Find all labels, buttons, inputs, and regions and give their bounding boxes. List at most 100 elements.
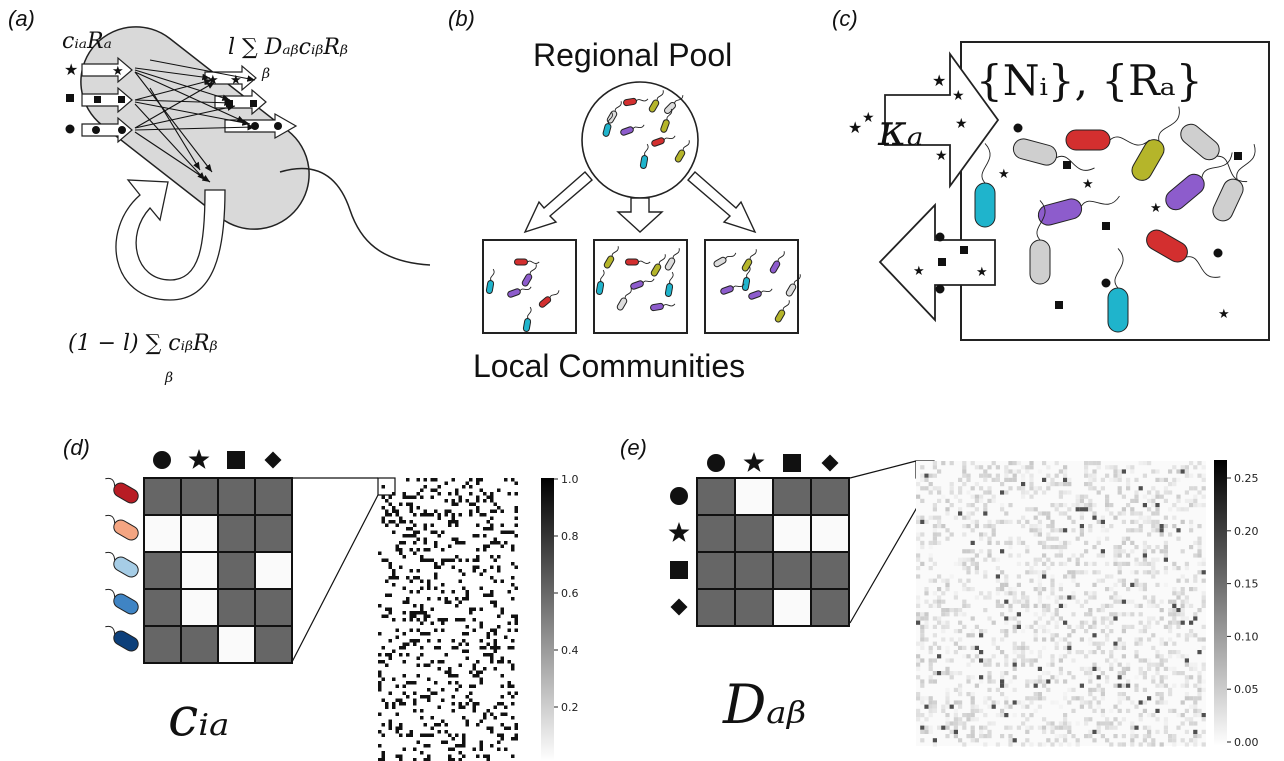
panel-label-c: (c) bbox=[832, 6, 858, 31]
matrix-cell bbox=[217, 551, 256, 590]
matrix-cell bbox=[734, 551, 774, 590]
microbe-icon bbox=[1029, 200, 1051, 285]
matrix-cell bbox=[254, 588, 293, 627]
star-icon bbox=[743, 452, 765, 472]
colorbar-tick-label: 0.2 bbox=[561, 701, 579, 714]
e-resource-icons-top bbox=[707, 452, 839, 472]
species-icon bbox=[105, 588, 139, 615]
conversion-arrows bbox=[134, 59, 256, 183]
matrix-cell bbox=[734, 588, 774, 627]
matrix-cell bbox=[254, 625, 293, 664]
square-icon bbox=[66, 94, 74, 102]
colorbar-tick-label: 0.10 bbox=[1234, 630, 1259, 643]
species-icon bbox=[105, 477, 139, 504]
svg-text:★: ★ bbox=[952, 87, 965, 103]
e-resource-icons-left bbox=[668, 487, 690, 616]
recycle-sum-index: β bbox=[164, 370, 173, 386]
circle-icon bbox=[707, 454, 725, 472]
star-icon: ★ bbox=[64, 62, 78, 79]
svg-text:★: ★ bbox=[935, 147, 948, 163]
c-matrix bbox=[143, 477, 293, 664]
panel-d: (d) 1.00.80.60.40.2 cᵢₐ bbox=[63, 435, 579, 761]
star-icon bbox=[668, 522, 690, 542]
microbe-icon bbox=[1180, 123, 1248, 183]
byproduct-sum-index: β bbox=[261, 66, 270, 82]
matrix-cell bbox=[254, 514, 293, 553]
microbe-icon bbox=[774, 300, 790, 323]
matrix-cell bbox=[143, 625, 182, 664]
microbe-icon bbox=[616, 288, 632, 311]
matrix-cell bbox=[217, 477, 256, 516]
svg-text:★: ★ bbox=[1218, 306, 1230, 321]
microbe-icon bbox=[720, 283, 745, 295]
pool-microbes bbox=[602, 90, 690, 169]
svg-text:★: ★ bbox=[848, 120, 862, 137]
microbe-icon bbox=[1107, 248, 1129, 333]
inflow-arrow bbox=[884, 51, 1000, 189]
svg-text:★: ★ bbox=[207, 72, 219, 87]
panel-b: (b) Regional Pool Local Communities bbox=[448, 6, 801, 384]
colorbar-tick-label: 0.15 bbox=[1234, 578, 1259, 591]
matrix-cell bbox=[772, 551, 812, 590]
local-microbes bbox=[485, 246, 801, 332]
microbe-icon bbox=[650, 302, 676, 312]
microbe-icon bbox=[1165, 152, 1233, 211]
square-icon bbox=[670, 561, 688, 579]
c-matrix-full bbox=[378, 478, 518, 761]
diamond-icon bbox=[264, 451, 282, 469]
local-community-1 bbox=[482, 239, 577, 334]
matrix-cell bbox=[772, 514, 812, 553]
resource-glyphs-a: ★ ★ ★ ★ bbox=[64, 62, 282, 134]
matrix-cell bbox=[143, 551, 182, 590]
microbe-icon bbox=[664, 248, 680, 271]
panel-a: (a) ★ ★ ★ bbox=[8, 6, 431, 386]
microbe-icon bbox=[639, 143, 649, 169]
square-icon bbox=[227, 451, 245, 469]
d-species-icons bbox=[105, 477, 139, 652]
outflow-arrow bbox=[878, 202, 996, 323]
matrix-cell bbox=[217, 625, 256, 664]
chemostat-microbes bbox=[974, 106, 1256, 333]
local-communities-title: Local Communities bbox=[473, 348, 745, 384]
microbe-icon bbox=[595, 269, 605, 295]
d-matrix bbox=[696, 477, 850, 627]
microbe-icon bbox=[623, 97, 649, 107]
matrix-cell bbox=[734, 514, 774, 553]
colorbar-tick-label: 1.0 bbox=[561, 473, 579, 486]
matrix-cell bbox=[180, 551, 219, 590]
microbe-icon bbox=[1012, 138, 1095, 171]
uptake-equation: cᵢₐRₐ bbox=[62, 29, 112, 54]
colorbar-tick-label: 0.25 bbox=[1234, 472, 1259, 485]
svg-text:★: ★ bbox=[862, 109, 875, 125]
matrix-cell bbox=[143, 514, 182, 553]
svg-text:★: ★ bbox=[932, 73, 946, 90]
microbe-icon bbox=[713, 252, 737, 268]
flagellum bbox=[279, 167, 431, 266]
diamond-icon bbox=[670, 598, 688, 616]
d-colorbar: 1.0 0.8 0.6 0.4 0.2 bbox=[541, 473, 579, 761]
microbe-icon bbox=[1212, 144, 1256, 222]
svg-text:★: ★ bbox=[112, 63, 124, 78]
colorbar-tick-label: 0.6 bbox=[561, 587, 579, 600]
recycle-arrow bbox=[115, 179, 226, 301]
panel-label-d: (d) bbox=[63, 435, 90, 460]
microbe-icon bbox=[521, 264, 537, 287]
svg-text:★: ★ bbox=[998, 166, 1010, 181]
colorbar-tick-label: 0.4 bbox=[561, 644, 579, 657]
matrix-cell bbox=[143, 477, 182, 516]
svg-text:★: ★ bbox=[976, 264, 988, 279]
colorbar-tick-label: 0.8 bbox=[561, 530, 579, 543]
panel-label-e: (e) bbox=[620, 435, 647, 460]
matrix-cell bbox=[696, 514, 736, 553]
microbe-icon bbox=[630, 278, 655, 290]
microbe-icon bbox=[660, 108, 673, 133]
zoom-line-bottom bbox=[291, 494, 379, 663]
matrix-cell bbox=[217, 514, 256, 553]
matrix-cell bbox=[696, 588, 736, 627]
panel-label-a: (a) bbox=[8, 6, 35, 31]
circle-icon bbox=[65, 124, 75, 134]
matrix-cell bbox=[810, 514, 850, 553]
panel-c: (c) κₐ {Nᵢ}, {Rₐ} ★ ★ ★ ★ ★ ★ ★ ★ ★ ★ bbox=[832, 6, 1270, 341]
d-matrix-symbol: Dₐᵦ bbox=[722, 673, 806, 736]
colorbar-tick-label: 0.05 bbox=[1234, 683, 1259, 696]
